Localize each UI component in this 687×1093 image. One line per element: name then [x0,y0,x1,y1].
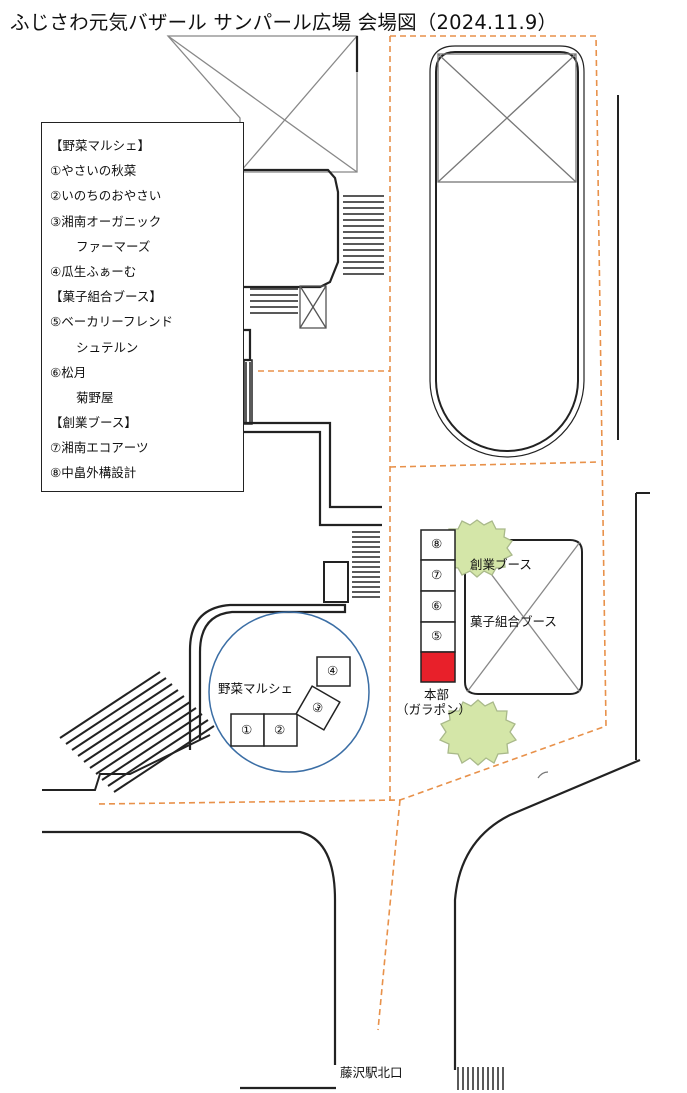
page-title: ふじさわ元気バザール サンパール広場 会場図（2024.11.9） [10,11,558,34]
legend-box: 【野菜マルシェ】 ①やさいの秋菜 ②いのちのおやさい ③湘南オーガニックファーマーズ ④… [41,122,244,492]
building-walls [244,36,382,527]
booth-2-label: ② [274,722,286,737]
label-honbu-sub: （ガラポン） [396,702,472,717]
honbu-box [420,651,456,683]
label-honbu: 本部 [424,687,450,702]
stairs-west-column [243,359,253,425]
legend-row: シュテルン [76,339,139,355]
booth-7-label: ⑦ [431,567,443,582]
label-sogyo-booth: 創業ブース [470,557,532,572]
small-structure [323,561,349,603]
legend-row: 【菓子組合ブース】 [50,289,162,305]
small-box-x [299,285,327,329]
stadium-building [429,45,585,458]
tree-lower [438,699,518,766]
booth-4-label: ④ [327,663,339,678]
booth-8-label: ⑧ [431,536,443,551]
roads [42,758,641,1090]
booth-6-label: ⑥ [431,598,443,613]
stadium-x [437,53,577,183]
legend-row: 【野菜マルシェ】 [50,138,151,153]
legend-row: ③湘南オーガニック [50,213,162,229]
wall-bottom-left [42,734,211,791]
road-mark [537,771,549,779]
booth-1-box [230,713,265,747]
legend-row: ⑤ベーカリーフレンド [50,314,173,330]
booth-7-box [420,559,456,592]
stairs-mid [352,531,380,598]
label-station-exit: 藤沢駅北口 [340,1065,403,1080]
legend-row: ④瓜生ふぁーむ [50,263,137,279]
legend-row: ①やさいの秋菜 [50,163,137,179]
legend-row: ファーマーズ [76,238,151,254]
booth-1-label: ① [241,722,253,737]
route-dashed [97,35,607,1031]
marche-booths [230,656,351,747]
booth-3-box [295,685,341,731]
walkway-curve [188,603,347,750]
label-yasai-marche: 野菜マルシェ [218,681,294,696]
stairs-south [250,288,298,314]
legend-row: 菊野屋 [76,389,114,405]
booth-6-box [420,590,456,623]
booth-column [420,529,456,653]
booth-4-box [316,656,351,687]
legend-row: ⑦湘南エコアーツ [50,440,149,456]
crosswalk [457,1067,504,1090]
legend-row: ⑧中畠外構設計 [50,465,137,481]
stairs-east [343,195,384,275]
legend-row: 【創業ブース】 [50,415,137,431]
booth-8-box [420,529,456,561]
yasai-marche-circle [208,611,370,773]
booth-5-label: ⑤ [431,628,443,643]
legend-row: ②いのちのおやさい [50,188,162,204]
label-kashi-booth: 菓子組合ブース [470,614,557,629]
legend-row: ⑥松月 [50,364,87,380]
booth-2-box [263,713,298,747]
